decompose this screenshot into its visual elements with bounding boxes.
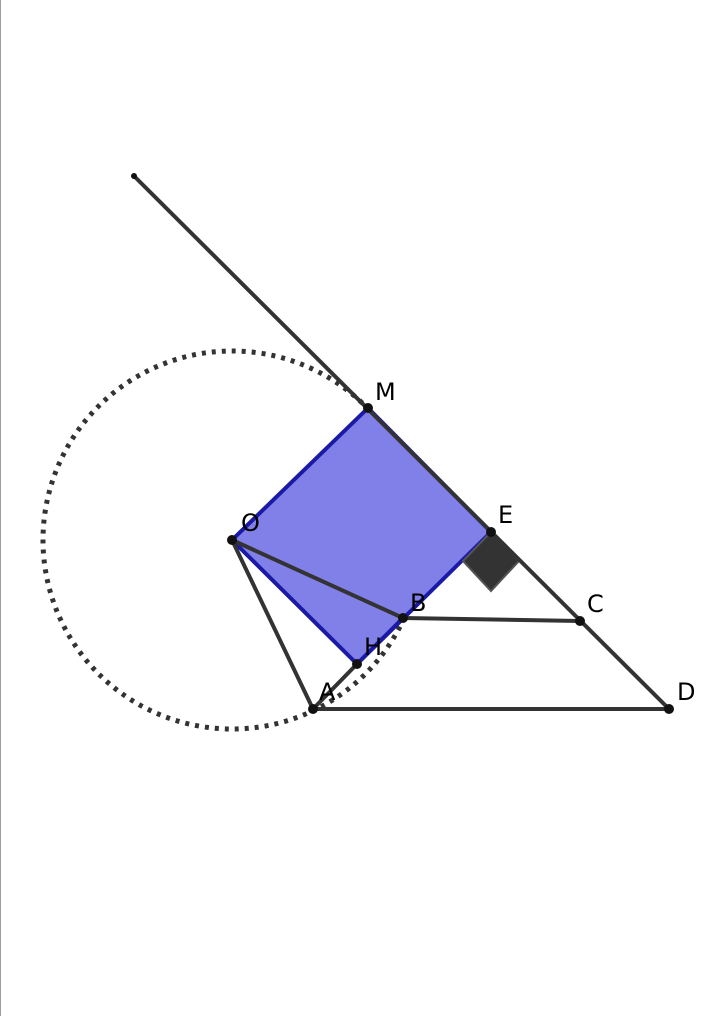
point-a [308,704,318,714]
point-m [363,403,373,413]
label-d: D [677,678,695,706]
point-e [486,527,496,537]
point-d [664,704,674,714]
label-o: O [241,509,260,537]
segment-hb [355,616,405,666]
label-m: M [375,378,396,406]
label-e: E [498,501,513,529]
segment-oa [230,539,315,710]
point-b [398,613,408,623]
label-h: H [364,633,382,661]
label-a: A [319,678,336,706]
segment-ob [231,538,404,620]
point-h [352,659,362,669]
segment-ah [311,662,359,711]
segment-bc [402,616,581,623]
point-o [227,535,237,545]
label-b: B [410,589,426,617]
point-ray-start [131,173,137,179]
left-border-line [0,0,1,1016]
label-c: C [587,590,604,618]
point-c [575,616,585,626]
